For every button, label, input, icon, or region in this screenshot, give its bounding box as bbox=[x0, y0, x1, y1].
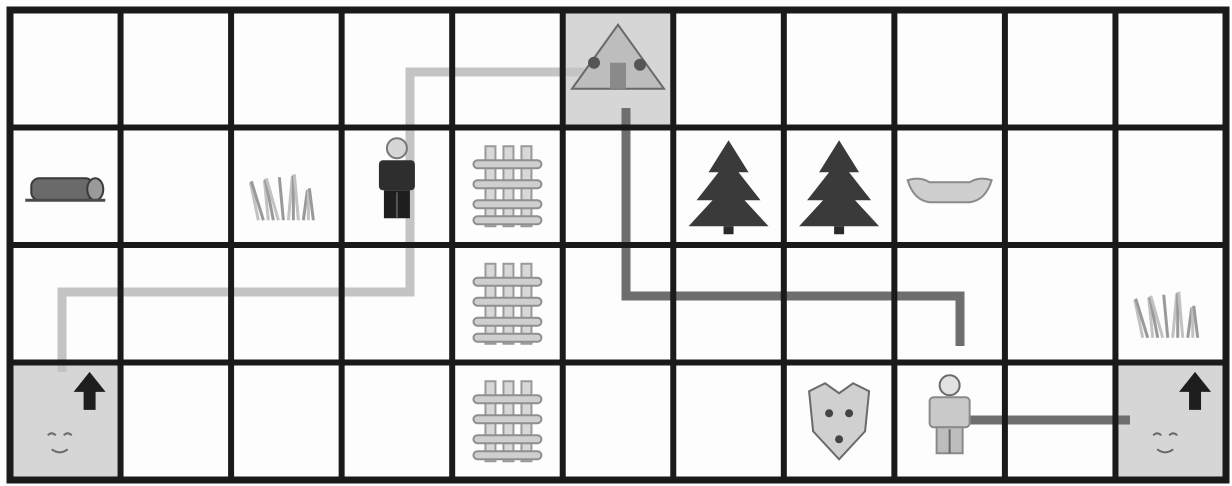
board-cell[interactable] bbox=[673, 245, 784, 363]
board-cell[interactable] bbox=[673, 10, 784, 128]
board-cell[interactable] bbox=[1115, 363, 1226, 481]
board-cell[interactable] bbox=[231, 245, 342, 363]
board-cell[interactable] bbox=[563, 245, 674, 363]
board-cell[interactable] bbox=[10, 10, 121, 128]
board-cell[interactable] bbox=[121, 10, 232, 128]
board-cell[interactable] bbox=[342, 245, 453, 363]
board-cell[interactable] bbox=[894, 10, 1005, 128]
board-cell[interactable] bbox=[231, 10, 342, 128]
board-cell[interactable] bbox=[563, 363, 674, 481]
board-cell[interactable] bbox=[1005, 10, 1116, 128]
board-cell[interactable] bbox=[121, 363, 232, 481]
board-cell[interactable] bbox=[1115, 245, 1226, 363]
board-cell[interactable] bbox=[231, 363, 342, 481]
board-cell[interactable] bbox=[1115, 10, 1226, 128]
board-cell[interactable] bbox=[563, 128, 674, 246]
board-cell[interactable] bbox=[1005, 245, 1116, 363]
board-cell[interactable] bbox=[231, 128, 342, 246]
log-icon bbox=[25, 178, 105, 200]
board-cell[interactable] bbox=[673, 363, 784, 481]
board-cell[interactable] bbox=[784, 245, 895, 363]
board-cell[interactable] bbox=[342, 363, 453, 481]
boat-icon bbox=[908, 179, 992, 203]
board-cell[interactable] bbox=[10, 363, 121, 481]
board-cell[interactable] bbox=[1005, 128, 1116, 246]
board-cell[interactable] bbox=[121, 245, 232, 363]
board-cell[interactable] bbox=[784, 10, 895, 128]
board-cell[interactable] bbox=[121, 128, 232, 246]
board-cell[interactable] bbox=[894, 245, 1005, 363]
board-cell[interactable] bbox=[1115, 128, 1226, 246]
